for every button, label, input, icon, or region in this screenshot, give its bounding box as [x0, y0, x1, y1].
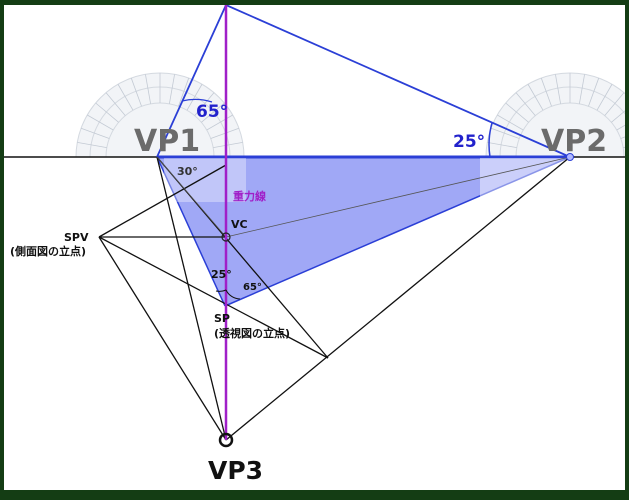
- protractor-tick: [497, 114, 524, 131]
- protractor-tick: [80, 127, 110, 139]
- angle-65-sp-label: 65°: [243, 282, 262, 293]
- gravity-line-label: 重力線: [233, 189, 266, 203]
- triangle-right-edge: [224, 156, 571, 307]
- perspective-diagram: VP1 VP2 VP3 65° 25° 30° 重力線 VC SPV (側面図の…: [4, 5, 625, 485]
- angle-65-top-label: 65°: [196, 102, 228, 122]
- protractor-tick: [527, 84, 544, 111]
- vc-point-marker: [221, 232, 231, 242]
- sp-label: SP: [214, 312, 230, 325]
- protractor-tick: [95, 102, 119, 123]
- protractor-tick: [505, 102, 529, 123]
- protractor-tick: [213, 142, 243, 149]
- protractor-tick: [487, 142, 517, 149]
- vc-label: VC: [231, 218, 248, 231]
- protractor-tick: [540, 77, 552, 107]
- protractor-tick: [588, 77, 600, 107]
- protractor-tick: [178, 77, 190, 107]
- highlight-panel-right: [480, 158, 572, 202]
- protractor-tick: [515, 92, 536, 116]
- arc-65-top: [181, 98, 213, 103]
- spv-label: SPV: [64, 231, 89, 244]
- protractor-tick: [87, 114, 114, 131]
- vp3-point-marker: [218, 432, 234, 448]
- arc-sp-left: [215, 289, 227, 292]
- protractor-tick: [555, 74, 562, 104]
- angle-30-vp1-label: 30°: [177, 165, 198, 178]
- apex-line-right: [225, 5, 571, 158]
- protractor-tick: [490, 127, 520, 139]
- vp2-point-marker: [566, 153, 574, 161]
- protractor-tick: [117, 84, 134, 111]
- spv-sublabel: (側面図の立点): [10, 244, 86, 258]
- protractor-tick: [611, 110, 625, 123]
- protractor-ticks-vp2: [486, 73, 625, 158]
- diagram-frame: VP1 VP2 VP3 65° 25° 30° 重力線 VC SPV (側面図の…: [4, 5, 625, 490]
- arc-sp-right: [225, 289, 241, 300]
- triangle-left-edge: [156, 156, 226, 307]
- vp1-label: VP1: [134, 124, 200, 159]
- arc-25-vp2: [488, 122, 493, 158]
- vp3-label: VP3: [208, 456, 263, 485]
- apex-line-left: [156, 5, 227, 158]
- angle-25-sp-label: 25°: [211, 268, 232, 281]
- thin-construction-lines: [156, 156, 571, 238]
- protractor-tick: [616, 124, 625, 131]
- protractor-tick: [578, 74, 585, 104]
- highlight-panel-left: [164, 158, 246, 202]
- protractor-tick: [596, 84, 613, 111]
- sp-sublabel: (透視図の立点): [214, 326, 290, 340]
- protractor-tick: [201, 102, 225, 123]
- protractor-tick: [186, 84, 203, 111]
- protractor-tick: [145, 74, 152, 104]
- picture-plane-triangle: [157, 157, 570, 306]
- protractor-tick: [168, 74, 175, 104]
- protractor-tick: [105, 92, 126, 116]
- vp2-label: VP2: [541, 124, 607, 159]
- protractor-tick: [604, 92, 625, 116]
- protractor-tick: [130, 77, 142, 107]
- angle-25-vp2-label: 25°: [453, 132, 485, 152]
- protractor-tick: [194, 92, 215, 116]
- protractor-tick: [77, 142, 107, 149]
- protractor-tick: [206, 114, 233, 131]
